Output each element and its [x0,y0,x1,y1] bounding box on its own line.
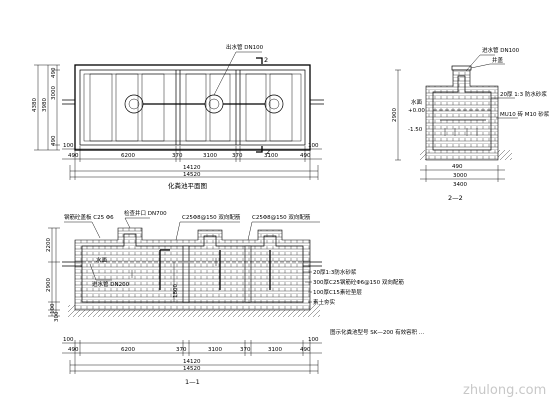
section11-dim-370-a: 370 [176,347,187,353]
section11-dim-100-right: 100 [308,337,319,343]
section11-vdim-2200: 2200 [46,238,52,252]
section22-level-b: -1.50 [408,127,423,133]
section11-dim-3100-b: 3100 [268,347,282,353]
section22-cover-label: 井盖 [492,56,504,64]
section11-note: 图示化粪池型号 SK—200 有效容积 ... [330,328,424,336]
plan-dim-14120: 14120 [183,165,201,171]
section22-dim-3400: 3400 [453,182,467,188]
section22-dim-490: 490 [452,164,463,170]
plan-vdim-4: 490 [51,67,57,78]
section11-layer-3: 100厚C15素砼垫层 [313,288,362,296]
section11-chamber [81,233,304,303]
section22-pipe-label: 进水管 DN100 [482,46,520,54]
section11-partition-1 [182,245,190,303]
section11-inlet-label: 进水管 DN200 [92,280,130,288]
plan-dim-370-a: 370 [172,153,183,159]
section11-outlet-pipe [303,261,322,267]
section11-water-label: 水面 [96,256,108,264]
section11-caption: 1—1 [185,378,200,386]
watermark: zhulong.com [463,383,546,398]
section11-dim-490-right: 490 [300,347,311,353]
section22-height-dim: 2900 [392,108,398,122]
plan-cover-slabs [89,73,293,142]
plan-dim-3100-a: 3100 [203,153,217,159]
section-2-2: 进水管 DN100 井盖 20厚 1:3 防水砂浆 MU10 砖 M10 砂浆 … [392,46,550,202]
plan-dim-370-b: 370 [232,153,243,159]
section11-dim-6200: 6200 [121,347,135,353]
section22-chamber [432,75,492,151]
plan-pipe-label: 出水管 DN100 [226,43,264,51]
section11-dim-100-left: 100 [63,337,74,343]
section22-caption: 2—2 [448,194,463,202]
section-1-1: 钢筋砼盖板 C25 Φ6 检查井口 DN700 C25Φ8@150 双向配筋 C… [46,209,424,386]
plan-dim-100-left: 100 [63,143,74,149]
section11-dim-14520: 14520 [183,366,201,372]
section22-plaster-label: 20厚 1:3 防水砂浆 [500,90,547,98]
plan-dim-14520: 14520 [183,172,201,178]
plan-inner-wall [79,69,306,146]
plan-outlet-pipe [310,99,324,105]
section11-layer-4: 素土夯实 [313,298,336,306]
plan-caption: 化粪池平面图 [168,181,207,190]
section11-manhole-label: 检查井口 DN700 [124,209,167,217]
section11-slab-label-2: C25Φ8@150 双向配筋 [252,213,311,221]
plan-vdim-5: 490 [51,135,57,146]
section11-tee-pipes [159,249,271,290]
section11-slab-label-1: C25Φ8@150 双向配筋 [182,213,241,221]
section11-walls [74,227,311,311]
plan-partitions [175,70,241,145]
plan-dim-490-left: 490 [68,153,79,159]
section22-cover [451,65,472,71]
plan-outer-wall [74,64,311,151]
section11-vdim-2900: 2900 [46,278,52,292]
section11-cover-label: 钢筋砼盖板 C25 Φ6 [64,213,114,221]
plan-section-mark-top: 2 [264,56,268,64]
section11-dim-490-left: 490 [68,347,79,353]
plan-dim-490-right: 490 [300,153,311,159]
section11-dim-1800: 1800 [173,284,179,298]
section11-partition-2 [244,245,252,303]
manhole-3 [264,94,284,114]
section22-level-a: +0.00 [408,108,425,114]
plan-view: 2 2 出水管 DN100 4380 3980 3000 490 490 100… [32,43,324,190]
plan-vdim-3: 3000 [51,86,57,100]
manhole-1 [124,94,144,114]
plan-inlet-pipe [62,99,75,105]
section11-dim-370-b: 370 [240,347,251,353]
section22-water-label: 水面 [411,98,423,106]
plan-vdim-2: 3980 [42,98,48,112]
manhole-2 [204,94,224,114]
section11-inlet-pipe [62,261,82,267]
plan-vdim-1: 4380 [32,98,38,112]
section11-vdim-300: 300 [54,311,60,322]
section22-dim-3000: 3000 [453,173,467,179]
plan-dim-6200: 6200 [121,153,135,159]
section11-layer-2: 300厚C25钢筋砼Φ6@150 双向配筋 [313,278,404,286]
plan-dim-100-right: 100 [308,143,319,149]
section11-dim-14120: 14120 [183,359,201,365]
plan-dim-3100-b: 3100 [264,153,278,159]
section11-dim-3100-a: 3100 [208,347,222,353]
section22-walls [425,69,499,161]
plan-section-mark-bottom: 2 [266,148,270,156]
section11-layer-1: 20厚1:3防水砂浆 [313,268,357,276]
section11-vdim-100: 100 [50,303,56,314]
section22-wall-label: MU10 砖 M10 砂浆 [500,110,550,118]
